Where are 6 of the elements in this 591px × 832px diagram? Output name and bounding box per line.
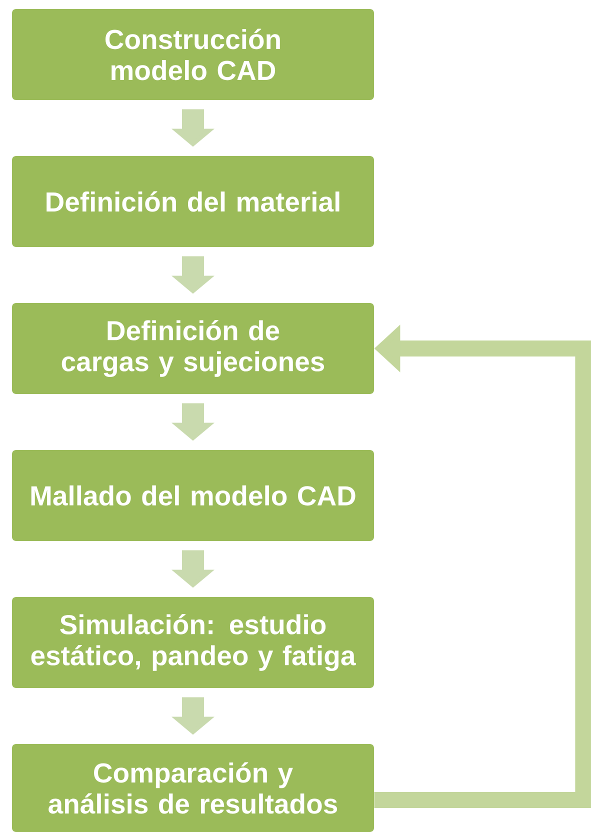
- process-box: Construcción modelo CAD: [12, 9, 374, 100]
- process-box: Mallado del modelo CAD: [12, 450, 374, 541]
- process-box: Definición de cargas y sujeciones: [12, 303, 374, 394]
- process-box: Simulación: estudio estático, pandeo y fatiga: [12, 597, 374, 688]
- process-box: Definición del material: [12, 156, 374, 247]
- process-box: Comparación y análisis de resultados: [12, 744, 374, 832]
